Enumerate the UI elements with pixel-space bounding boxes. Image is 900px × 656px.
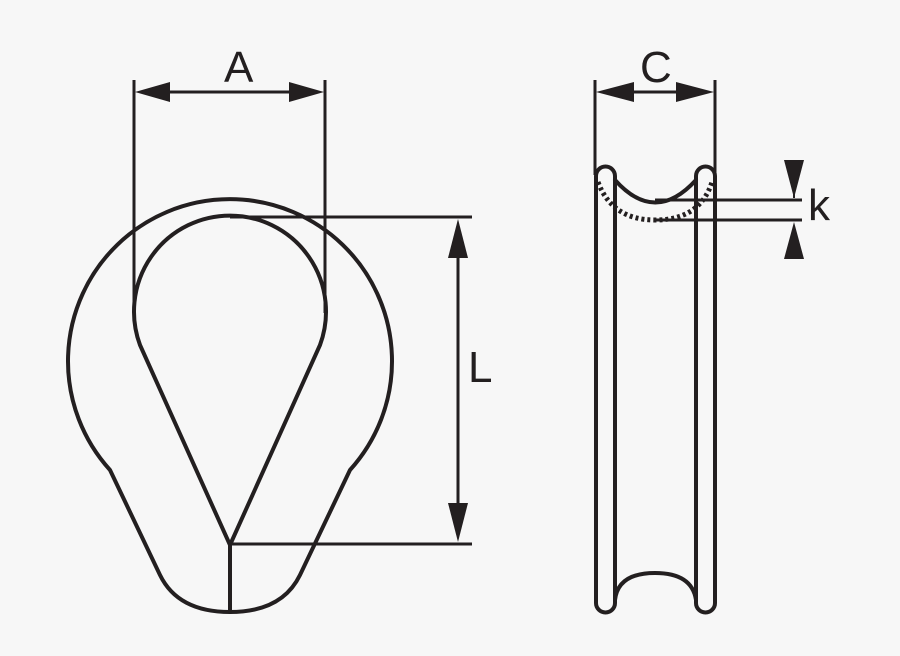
- dimension-label-k: k: [808, 181, 830, 230]
- dim-a-arrow-right: [289, 82, 324, 102]
- side-left-flange: [594, 164, 617, 615]
- dimension-label-l: L: [468, 343, 493, 392]
- dim-c-arrow-right: [676, 82, 714, 102]
- side-right-flange: [694, 164, 717, 615]
- dimension-label-c: C: [640, 43, 672, 92]
- dim-a-arrow-left: [135, 82, 170, 102]
- thimble-outer-outline: [66, 197, 394, 614]
- dimension-label-a: A: [224, 43, 254, 92]
- dim-c-arrow-left: [596, 82, 634, 102]
- thimble-inner-outline: [132, 213, 328, 547]
- dim-k-arrow-bottom: [784, 222, 804, 259]
- side-rope-dashed-arc: [595, 181, 715, 223]
- dim-l-arrow-top: [448, 219, 468, 258]
- side-top-groove: [613, 178, 698, 205]
- side-bottom-groove: [613, 571, 698, 602]
- dim-l-arrow-bottom: [448, 503, 468, 542]
